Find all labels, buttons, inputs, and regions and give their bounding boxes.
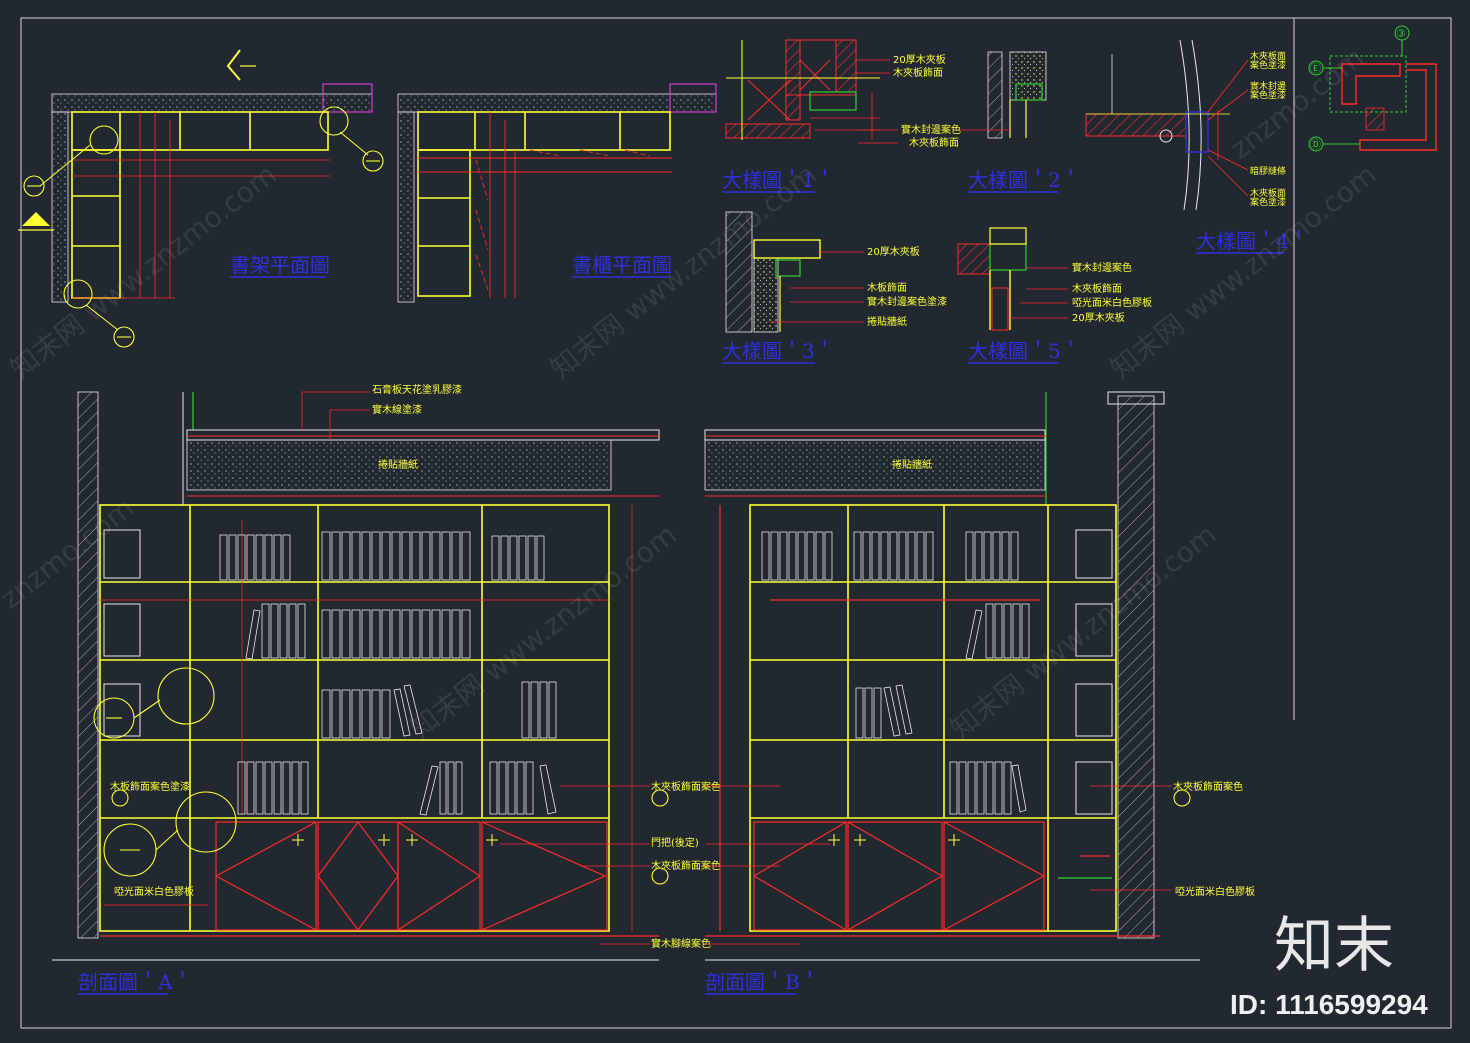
watermark-layer: 知末网 www.znzmo.com 知末网 www.znzmo.com 知末网 … xyxy=(0,41,1428,1020)
detail-5: 實木封邊案色 木夾板飾面 啞光面米白色膠板 20厚木夾板 大樣圖＇5＇ xyxy=(957,227,1152,364)
cabinet-plan: 書櫃平面圖 xyxy=(397,83,717,303)
note-d4-top2: 案色塗漆 xyxy=(1250,59,1286,71)
note-a-left1: 木板飾面案色塗漆 xyxy=(110,780,190,793)
grid-tag-e: Ⓔ xyxy=(1310,62,1321,75)
note-d1-plywood: 20厚木夾板 xyxy=(893,53,946,66)
note-wallpaper-b: 捲貼牆紙 xyxy=(892,458,932,471)
note-d5-veneer: 木夾板飾面 xyxy=(1072,282,1122,295)
title-detail-1: 大樣圖＇1＇ xyxy=(722,168,835,192)
watermark-id: ID: 1116599294 xyxy=(1230,989,1428,1020)
note-ceiling: 石膏板天花塗乳膠漆 xyxy=(372,383,462,396)
books-b xyxy=(761,531,1030,815)
note-b-right2: 啞光面米白色膠板 xyxy=(1175,885,1255,898)
watermark-logo: 知末 xyxy=(1274,911,1394,981)
note-d1-veneer: 木夾板飾面 xyxy=(893,66,943,79)
note-a-left2: 啞光面米白色膠板 xyxy=(114,885,194,898)
drawing-frame xyxy=(20,17,1452,1029)
books-a xyxy=(219,531,557,816)
note-d3-plywood: 20厚木夾板 xyxy=(867,245,920,258)
title-cabinet-plan: 書櫃平面圖 xyxy=(572,253,672,277)
note-center3: 木夾板飾面案色 xyxy=(651,859,721,872)
note-cornice: 實木線塗漆 xyxy=(372,403,422,416)
note-center2: 門把(後定) xyxy=(651,836,699,849)
detail-2: 大樣圖＇2＇ xyxy=(960,51,1081,193)
note-d3-board: 木板飾面 xyxy=(867,281,907,294)
title-section-b: 剖面圖＇B＇ xyxy=(705,970,820,994)
note-d4-bot2: 案色塗漆 xyxy=(1250,196,1286,208)
detail-4: 木夾板面 案色塗漆 實木封邊 案色塗漆 暗膠縫條 木夾板面 案色塗漆 大樣圖＇4… xyxy=(1085,39,1309,254)
section-a: 石膏板天花塗乳膠漆 實木線塗漆 捲貼牆紙 木板飾面案色塗漆 啞光面米白色膠板 木… xyxy=(52,383,721,995)
note-d4-top1: 木夾板面 xyxy=(1250,50,1286,62)
note-d3-edge: 實木封邊案色塗漆 xyxy=(867,295,947,308)
note-d4-bot1: 木夾板面 xyxy=(1250,187,1286,199)
note-center4: 實木腳線案色 xyxy=(651,937,711,950)
title-detail-3: 大樣圖＇3＇ xyxy=(722,339,835,363)
bookshelf-plan: 書架平面圖 xyxy=(18,49,384,348)
note-d5-plywood: 20厚木夾板 xyxy=(1072,311,1125,324)
title-detail-5: 大樣圖＇5＇ xyxy=(968,339,1081,363)
section-marker-icon xyxy=(18,49,256,231)
title-detail-4: 大樣圖＇4＇ xyxy=(1196,229,1309,253)
title-section-a: 剖面圖＇A＇ xyxy=(78,970,192,994)
note-d1-veneer2: 木夾板飾面 xyxy=(909,136,959,149)
watermark-text-3: 知末网 www.znzmo.com xyxy=(1104,158,1383,386)
detail-1: 20厚木夾板 木夾板飾面 實木封邊案色 木夾板飾面 大樣圖＇1＇ xyxy=(722,39,961,193)
note-wallpaper-a: 捲貼牆紙 xyxy=(378,458,418,471)
grid-tag-d: Ⓓ xyxy=(1310,138,1321,151)
note-d4-mid2: 案色塗漆 xyxy=(1250,89,1286,101)
note-d4-joint: 暗膠縫條 xyxy=(1250,165,1286,177)
key-plan: ③ Ⓔ Ⓓ xyxy=(1308,25,1437,152)
note-d3-wallpaper: 捲貼牆紙 xyxy=(867,315,907,328)
detail-3: 20厚木夾板 木板飾面 實木封邊案色塗漆 捲貼牆紙 大樣圖＇3＇ xyxy=(722,211,947,364)
note-d5-matte: 啞光面米白色膠板 xyxy=(1072,296,1152,309)
grid-tag-3: ③ xyxy=(1396,27,1406,40)
note-d1-edge: 實木封邊案色 xyxy=(901,123,961,136)
title-bookshelf-plan: 書架平面圖 xyxy=(230,253,330,277)
note-center1: 木夾板飾面案色 xyxy=(651,780,721,793)
note-d4-mid1: 實木封邊 xyxy=(1250,80,1286,92)
section-b: 捲貼牆紙 木夾板飾面案色 啞光面米白色膠板 剖面圖＇B＇ xyxy=(704,391,1255,995)
watermark-text-4: 知末网 www.znzmo.com xyxy=(404,518,683,746)
note-d5-edge: 實木封邊案色 xyxy=(1072,261,1132,274)
note-b-right1: 木夾板飾面案色 xyxy=(1173,780,1243,793)
title-detail-2: 大樣圖＇2＇ xyxy=(968,168,1081,192)
